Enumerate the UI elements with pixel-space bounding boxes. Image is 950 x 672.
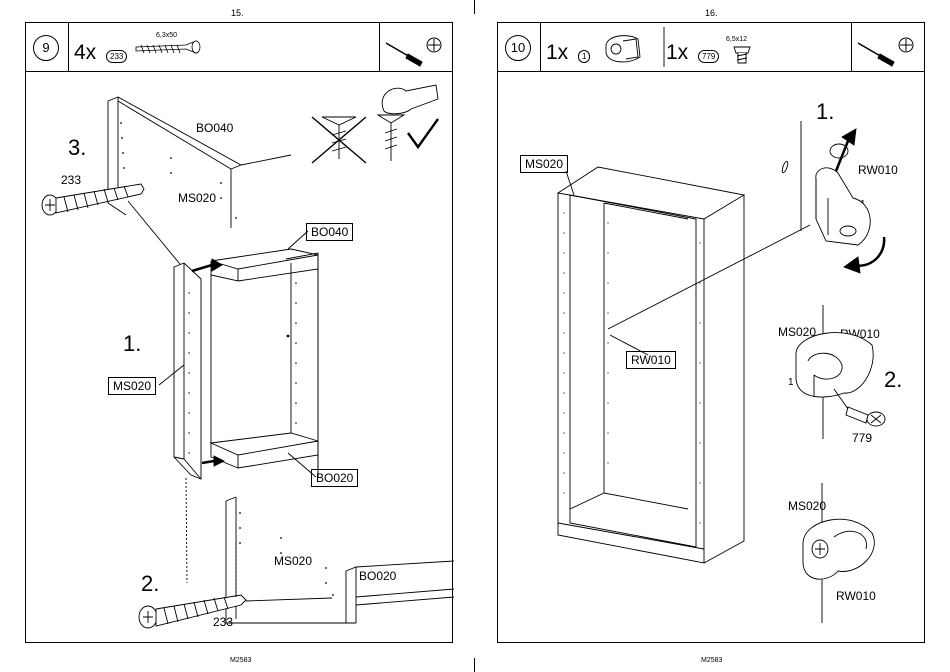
assembly-drawing-left	[26, 23, 454, 644]
instruction-page-right: 10 1x 1 1x 779 6,5x12	[497, 22, 925, 643]
page-number-right: 16.	[705, 8, 718, 18]
page-number-left: 15.	[231, 8, 244, 18]
center-tick-bottom	[474, 658, 475, 672]
rw010-bracket-mid-icon	[796, 333, 873, 397]
footer-code-left: M2583	[230, 657, 251, 664]
center-tick-top	[474, 0, 475, 14]
screw-779-icon	[846, 407, 885, 426]
footer-code-right: M2583	[701, 657, 722, 664]
crossed-screw-icon	[312, 117, 366, 163]
rw010-bracket-top-icon	[816, 144, 870, 245]
rw010-bracket-bottom-icon	[803, 519, 874, 579]
check-mark-icon	[408, 119, 438, 147]
instruction-page-left: 9 4x 233 6,3x50 BO040 MS020 233 BO	[25, 22, 453, 643]
assembly-drawing-right	[498, 23, 926, 644]
screw-top-icon	[42, 184, 144, 215]
hand-press-icon	[378, 85, 438, 161]
